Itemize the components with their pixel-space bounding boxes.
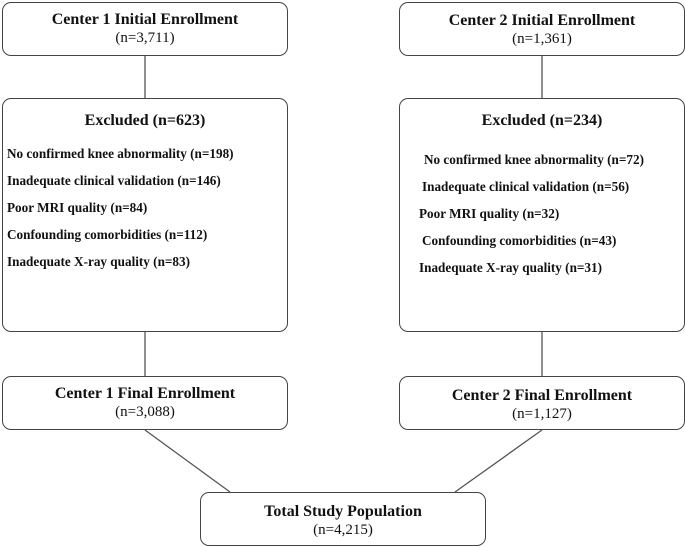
exclusion-reason: Inadequate clinical validation (n=56) — [422, 179, 630, 194]
center1-final-count: (n=3,088) — [115, 404, 175, 420]
connector-c1-final-to-total — [144, 429, 231, 493]
exclusion-reason: No confirmed knee abnormality (n=72) — [424, 152, 644, 167]
exclusion-reason: Confounding comorbidities (n=112) — [7, 227, 208, 242]
center1-excluded-title: Excluded (n=623) — [84, 112, 206, 129]
exclusion-reason: No confirmed knee abnormality (n=198) — [7, 146, 234, 161]
center1-final-title: Center 1 Final Enrollment — [54, 385, 236, 402]
center1-final-box: Center 1 Final Enrollment (n=3,088) — [2, 376, 288, 430]
center2-initial-box: Center 2 Initial Enrollment (n=1,361) — [399, 2, 685, 56]
exclusion-reason: Poor MRI quality (n=84) — [7, 200, 148, 215]
exclusion-reason: Poor MRI quality (n=32) — [419, 206, 560, 221]
center1-excluded-box: Excluded (n=623) No confirmed knee abnor… — [2, 98, 288, 332]
center2-excluded-box: Excluded (n=234) No confirmed knee abnor… — [399, 98, 685, 332]
center2-final-title: Center 2 Final Enrollment — [451, 387, 633, 404]
exclusion-reason: Confounding comorbidities (n=43) — [422, 233, 617, 248]
exclusion-reason: Inadequate X-ray quality (n=31) — [419, 260, 602, 275]
total-population-title: Total Study Population — [264, 503, 422, 520]
center2-initial-count: (n=1,361) — [512, 31, 572, 47]
center2-exclusion-list: No confirmed knee abnormality (n=72) Ina… — [400, 146, 684, 281]
center2-initial-title: Center 2 Initial Enrollment — [448, 12, 636, 29]
exclusion-reason: Inadequate clinical validation (n=146) — [7, 173, 221, 188]
center2-final-box: Center 2 Final Enrollment (n=1,127) — [399, 376, 685, 430]
center1-exclusion-list: No confirmed knee abnormality (n=198) In… — [3, 140, 287, 275]
center2-excluded-title: Excluded (n=234) — [481, 112, 603, 129]
exclusion-reason: Inadequate X-ray quality (n=83) — [7, 254, 190, 269]
center2-final-count: (n=1,127) — [512, 406, 572, 422]
center1-initial-box: Center 1 Initial Enrollment (n=3,711) — [2, 2, 288, 56]
total-population-box: Total Study Population (n=4,215) — [200, 492, 486, 546]
center1-initial-count: (n=3,711) — [115, 30, 175, 46]
connector-c2-final-to-total — [454, 429, 543, 493]
center1-initial-title: Center 1 Initial Enrollment — [51, 11, 239, 28]
total-population-count: (n=4,215) — [313, 522, 373, 538]
